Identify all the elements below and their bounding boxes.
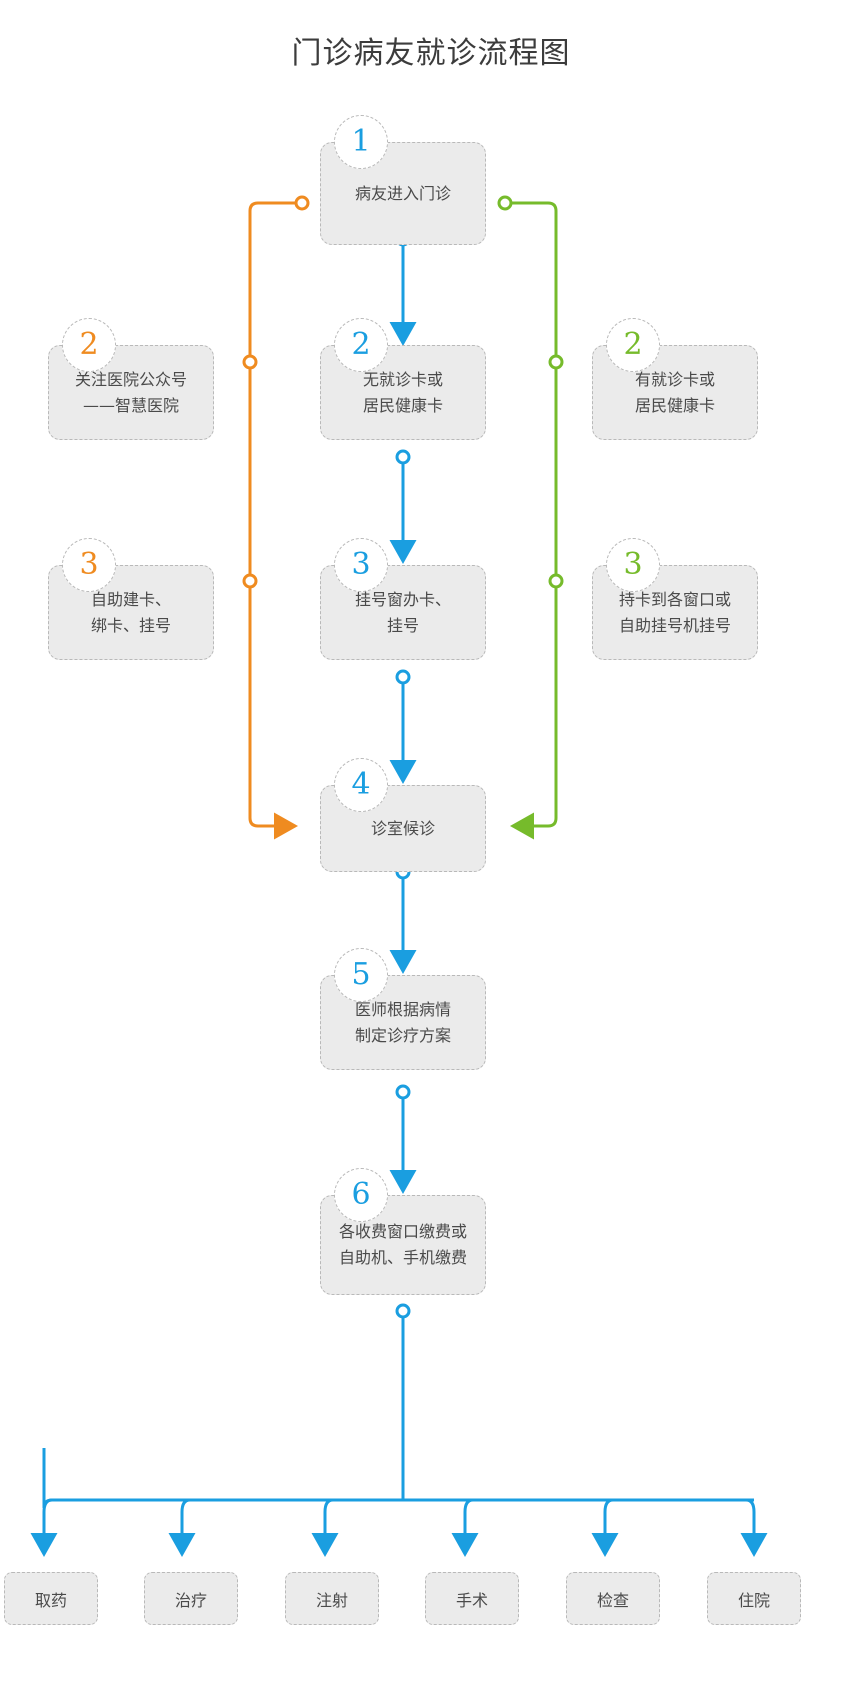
node-step-4-badge: 4: [334, 758, 388, 812]
node-mid-step-3-text: 挂号窗办卡、 挂号: [354, 589, 451, 635]
node-step-5-badge: 5: [334, 948, 388, 1002]
node-step-6[interactable]: 各收费窗口缴费或 自助机、手机缴费: [320, 1195, 486, 1295]
blue-dot-5: [395, 1084, 411, 1100]
node-right-step-3-text: 持卡到各窗口或 自助挂号机挂号: [618, 589, 731, 635]
green-junction-dot-top: [497, 195, 513, 211]
node-step-5-text: 医师根据病情 制定诊疗方案: [354, 999, 451, 1045]
node-right-step-2-badge: 2: [606, 318, 660, 372]
node-mid-step-2[interactable]: 无就诊卡或 居民健康卡: [320, 345, 486, 440]
node-mid-step-2-badge: 2: [334, 318, 388, 372]
node-right-step-3-badge: 3: [606, 538, 660, 592]
node-mid-step-2-text: 无就诊卡或 居民健康卡: [362, 369, 443, 415]
terminal-fanout: [30, 1448, 768, 1557]
green-branch-path: [497, 195, 564, 840]
node-left-step-2-text: 关注医院公众号 ——智慧医院: [74, 369, 187, 415]
green-junction-dot-step3: [548, 573, 564, 589]
orange-junction-dot-step3: [242, 573, 258, 589]
node-step-6-text: 各收费窗口缴费或 自助机、手机缴费: [338, 1222, 467, 1267]
page-title: 门诊病友就诊流程图: [291, 36, 571, 71]
node-left-step-3-text: 自助建卡、 绑卡、挂号: [90, 589, 171, 635]
node-step-1-badge: 1: [334, 115, 388, 169]
terminal-box-6[interactable]: 住院: [707, 1572, 801, 1625]
node-step-1-text: 病友进入门诊: [354, 183, 451, 203]
node-right-step-2-text: 有就诊卡或 居民健康卡: [634, 369, 715, 415]
node-right-step-2[interactable]: 有就诊卡或 居民健康卡: [592, 345, 758, 440]
blue-dot-2: [395, 449, 411, 465]
terminal-box-3[interactable]: 注射: [285, 1572, 379, 1625]
node-mid-step-3-badge: 3: [334, 538, 388, 592]
node-step-4-text: 诊室候诊: [370, 818, 435, 838]
terminal-box-1[interactable]: 取药: [4, 1572, 98, 1625]
terminal-box-2[interactable]: 治疗: [144, 1572, 238, 1625]
blue-dot-3: [395, 669, 411, 685]
node-left-step-3-badge: 3: [62, 538, 116, 592]
green-junction-dot-step2: [548, 354, 564, 370]
orange-junction-dot-step2: [242, 354, 258, 370]
node-step-6-badge: 6: [334, 1168, 388, 1222]
blue-dot-6: [395, 1303, 411, 1319]
terminal-box-4[interactable]: 手术: [425, 1572, 519, 1625]
terminal-box-5[interactable]: 检查: [566, 1572, 660, 1625]
orange-branch-path: [242, 195, 310, 840]
node-left-step-2-badge: 2: [62, 318, 116, 372]
orange-junction-dot-top: [294, 195, 310, 211]
